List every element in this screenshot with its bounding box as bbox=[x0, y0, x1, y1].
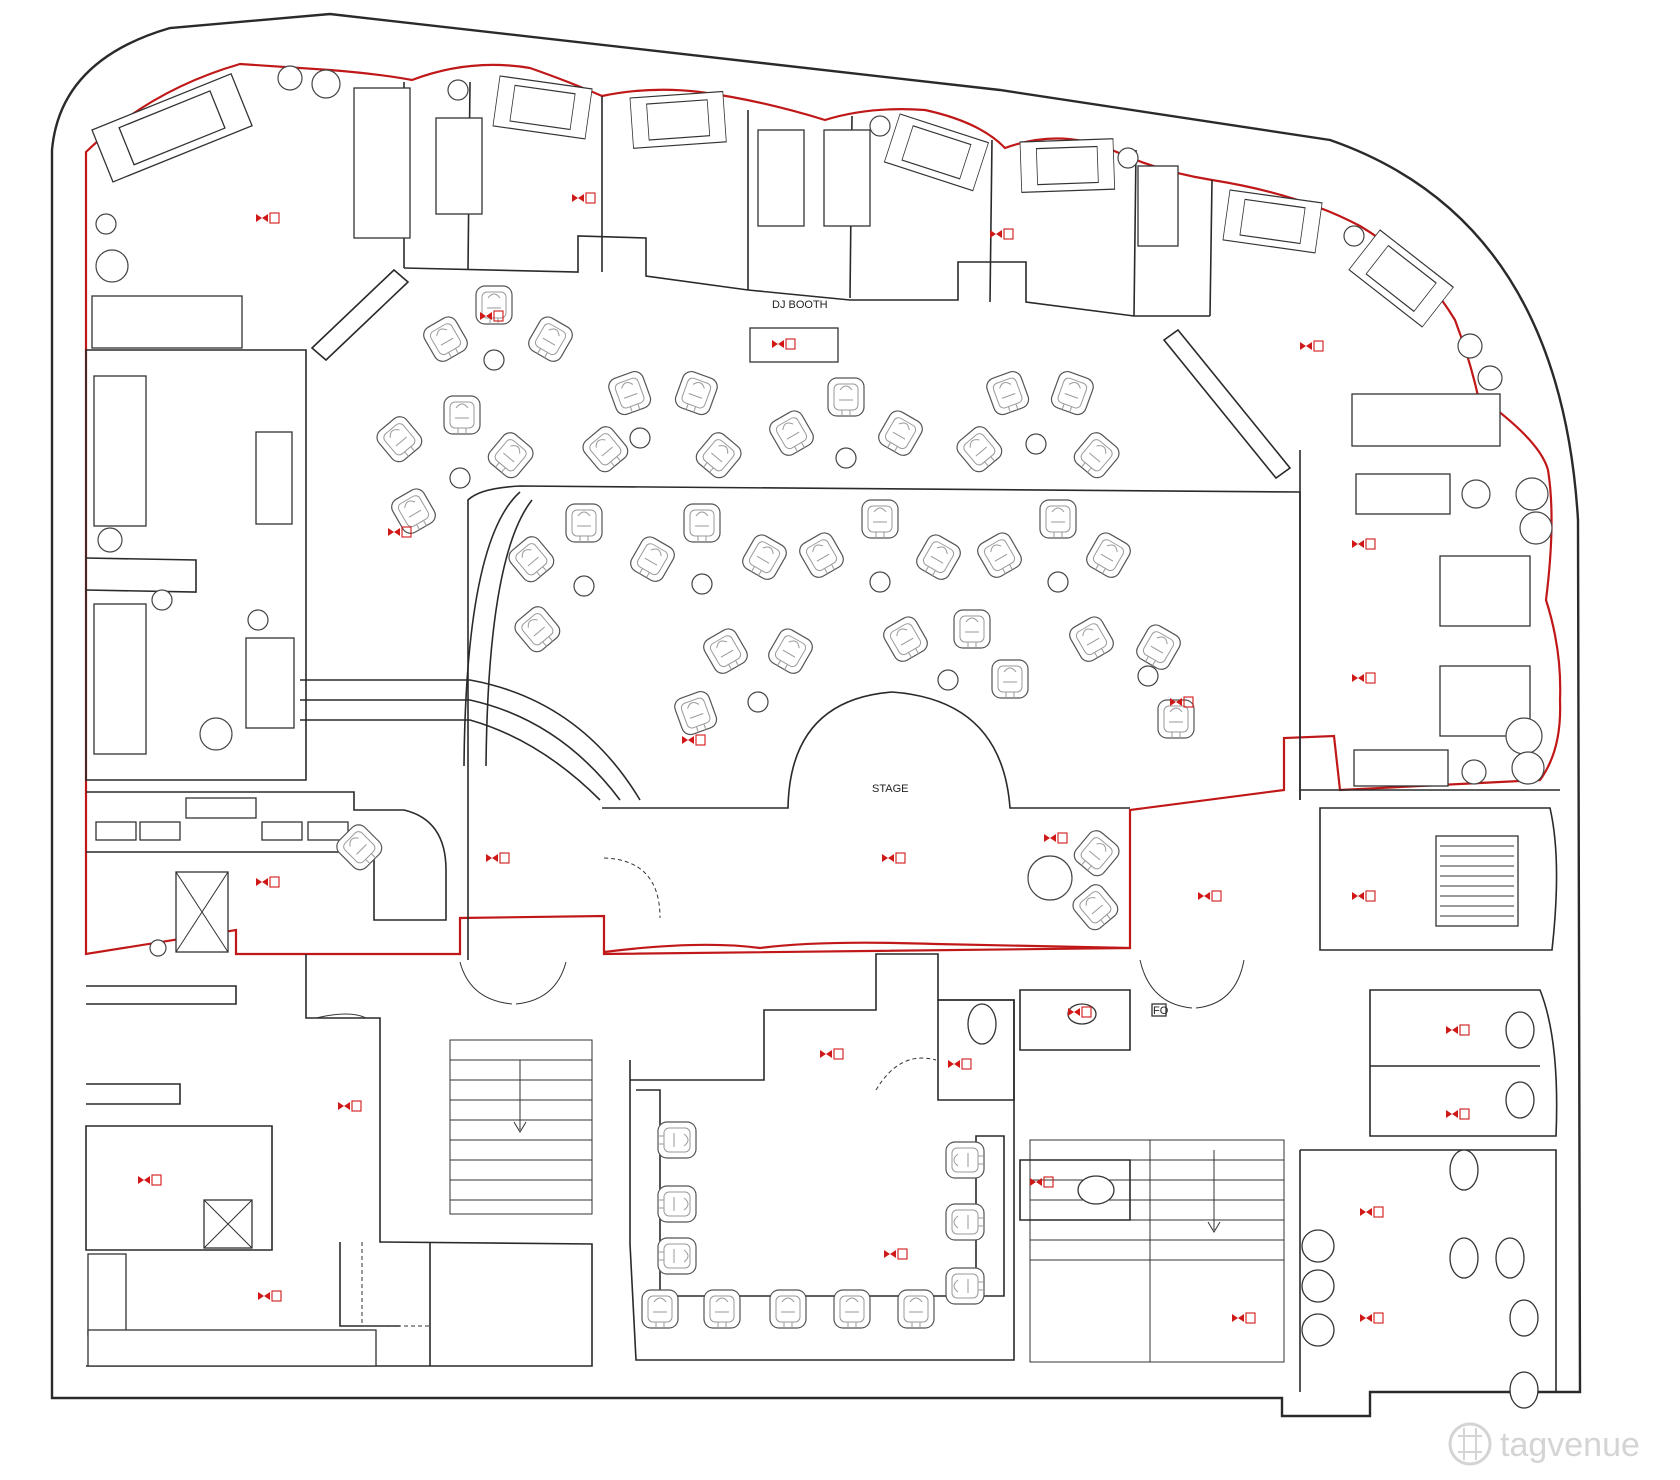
stair-right bbox=[1029, 1139, 1285, 1363]
outer-building-outline bbox=[50, 12, 1582, 1418]
dj-booth-label: DJ BOOTH bbox=[772, 299, 828, 311]
lounge-sofas bbox=[91, 73, 1531, 787]
inner-curve bbox=[463, 491, 533, 767]
stair-arrow bbox=[513, 1060, 527, 1133]
lift-lower-cross bbox=[203, 1199, 253, 1249]
right-room-wall bbox=[1299, 450, 1560, 800]
kitchen-wall bbox=[86, 954, 593, 1367]
bar-counter bbox=[86, 791, 447, 921]
cloak-hangers bbox=[1440, 845, 1514, 917]
bar-door-swing bbox=[875, 1057, 937, 1091]
lounge-divider bbox=[85, 557, 197, 593]
watermark-text: tagvenue bbox=[1500, 1426, 1640, 1464]
stage-label: STAGE bbox=[872, 783, 908, 795]
venue-boundary bbox=[84, 62, 1562, 956]
lift-cross bbox=[175, 871, 229, 953]
service-dash bbox=[361, 1242, 430, 1327]
armchairs bbox=[332, 285, 1195, 1329]
grille bbox=[87, 1253, 127, 1337]
diagonal-door-left bbox=[310, 268, 410, 362]
double-door-right bbox=[1139, 959, 1245, 1009]
bar-sink-2 bbox=[139, 821, 181, 841]
bar-appliance bbox=[185, 797, 257, 819]
venue-boundary-inner bbox=[603, 941, 1131, 954]
lower-left-rooms bbox=[85, 985, 273, 1251]
grille-row bbox=[87, 1329, 377, 1367]
diagonal-door-right bbox=[1162, 328, 1292, 480]
toilet-fixtures bbox=[967, 1003, 1539, 1409]
double-door-left bbox=[459, 961, 567, 1005]
stage-outline bbox=[602, 691, 1130, 809]
stair-left bbox=[449, 1039, 593, 1215]
bar-sink-3 bbox=[261, 821, 303, 841]
watermark-logo-icon bbox=[1448, 1422, 1492, 1466]
toilet-block-center bbox=[937, 989, 1131, 1221]
bar-room-wall bbox=[629, 953, 1015, 1361]
fire-extinguisher-icon: FO bbox=[1151, 1003, 1169, 1017]
lounge-wall bbox=[85, 349, 307, 781]
kitchen-door bbox=[315, 1013, 367, 1019]
stage-door-swing bbox=[603, 857, 661, 919]
bar-counter-lower bbox=[636, 1089, 1005, 1297]
round-tables bbox=[95, 65, 1553, 957]
bar-sink bbox=[95, 821, 137, 841]
stair-arrow-2 bbox=[1207, 1150, 1221, 1233]
toilet-block-right bbox=[1299, 989, 1558, 1392]
cloakroom bbox=[1319, 807, 1558, 951]
stage-front-wall bbox=[467, 485, 1301, 960]
seating-rail bbox=[300, 679, 641, 801]
svg-text:FO: FO bbox=[1153, 1005, 1169, 1017]
dj-rail bbox=[403, 235, 1210, 317]
cloak-rail bbox=[1435, 835, 1519, 927]
